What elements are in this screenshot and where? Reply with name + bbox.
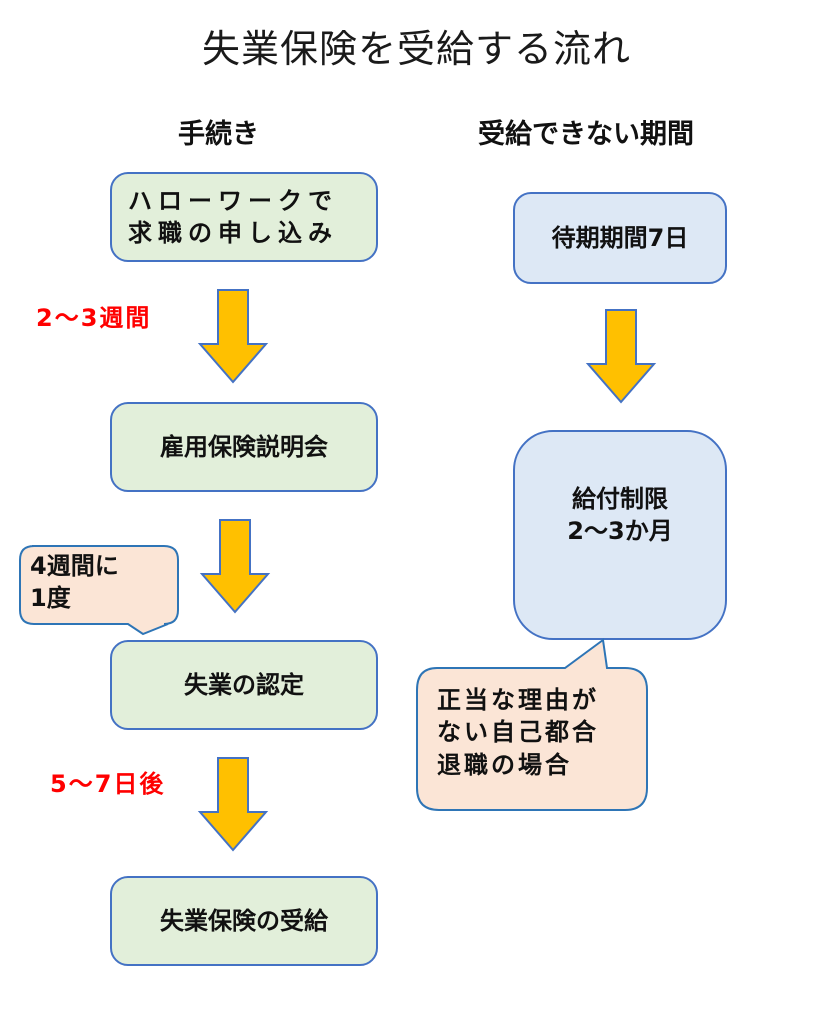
callout-voluntary-resignation-shape: [416, 638, 648, 811]
step-job-application: ハローワークで 求職の申し込み: [110, 172, 378, 262]
callout-voluntary-resignation-line2: ない自己都合: [437, 718, 599, 747]
callout-voluntary-resignation-line1: 正当な理由が: [437, 686, 599, 714]
callout-voluntary-resignation: 正当な理由が ない自己都合 退職の場合: [437, 684, 599, 781]
step-benefit-restriction-line1: 給付制限: [572, 484, 668, 513]
interval-label-2-3-weeks: 2～3週間: [36, 304, 152, 332]
down-arrow-icon: [585, 309, 657, 404]
step-benefit-restriction-line2: 2～3か月: [567, 517, 673, 545]
column-heading-ineligible: 受給できない期間: [478, 119, 694, 150]
step-job-application-line1: ハローワークで: [128, 186, 338, 215]
diagram-title: 失業保険を受給する流れ: [201, 27, 631, 71]
down-arrow-icon: [197, 757, 269, 852]
callout-every-4-weeks: 4週間に 1度: [30, 550, 119, 615]
step-waiting-period: 待期期間7日: [513, 192, 727, 284]
step-unemployment-certification-label: 失業の認定: [184, 670, 304, 699]
callout-voluntary-resignation-line3: 退職の場合: [437, 750, 572, 779]
step-explanation-session-label: 雇用保険説明会: [160, 432, 328, 461]
step-unemployment-certification: 失業の認定: [110, 640, 378, 730]
step-waiting-period-label: 待期期間7日: [551, 223, 689, 252]
step-benefit-receipt: 失業保険の受給: [110, 876, 378, 966]
callout-every-4-weeks-line2: 1度: [30, 584, 71, 613]
callout-every-4-weeks-line1: 4週間に: [30, 552, 119, 580]
interval-label-5-7-days: 5～7日後: [50, 770, 166, 798]
down-arrow-icon: [199, 519, 271, 614]
column-heading-procedure: 手続き: [178, 119, 259, 150]
step-benefit-receipt-label: 失業保険の受給: [160, 906, 328, 935]
down-arrow-icon: [197, 289, 269, 384]
step-job-application-line2: 求職の申し込み: [128, 219, 338, 247]
callout-every-4-weeks-shape: [19, 545, 179, 636]
step-benefit-restriction: 給付制限 2～3か月: [513, 430, 727, 640]
step-explanation-session: 雇用保険説明会: [110, 402, 378, 492]
